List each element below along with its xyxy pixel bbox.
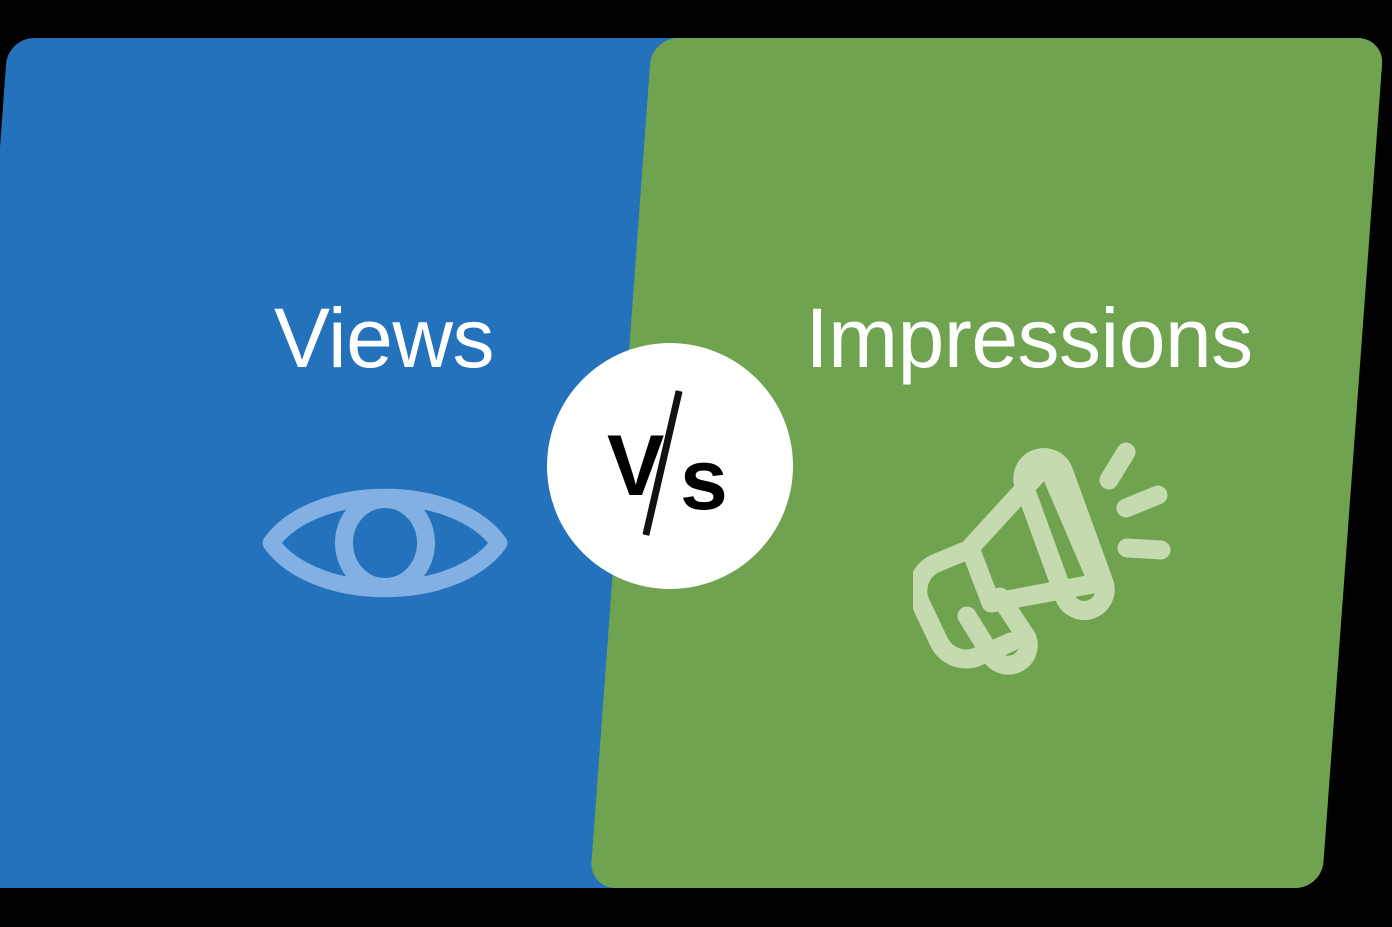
vs-badge: V s	[547, 343, 793, 589]
vs-badge-letters: V s	[547, 343, 793, 589]
vs-letter-right: s	[680, 432, 728, 528]
